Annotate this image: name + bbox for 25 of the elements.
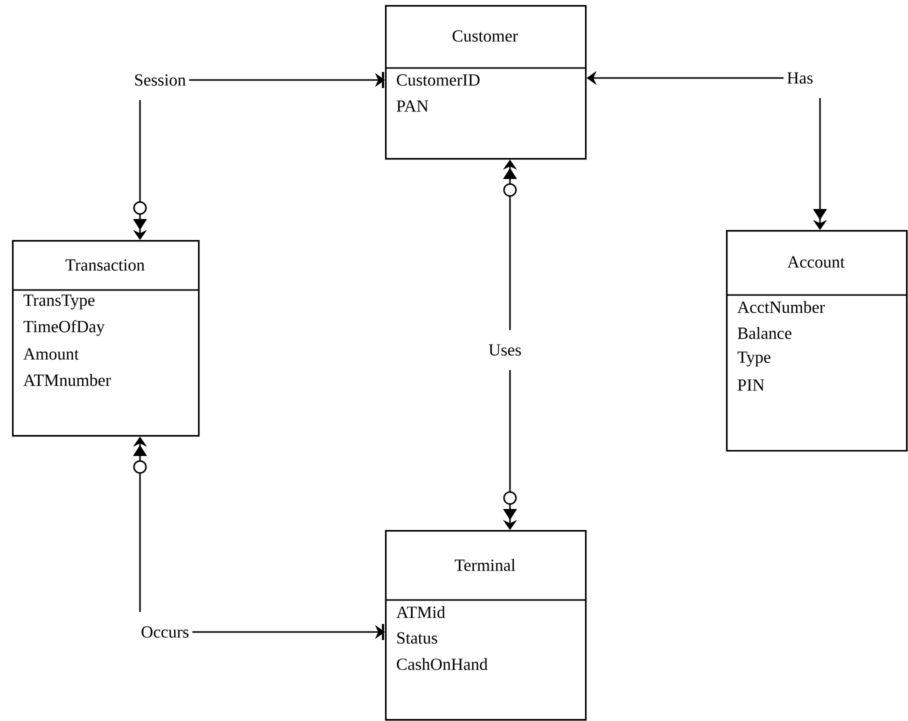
entity-name: Transaction (66, 259, 145, 271)
attribute-name: Type (738, 352, 770, 366)
relationship-label: Session (135, 74, 186, 86)
attribute-name: TransType (24, 294, 94, 310)
entity-box (385, 5, 587, 160)
attribute-name: AcctNumber (737, 301, 825, 313)
entity-box (12, 240, 200, 437)
attribute-name: Amount (23, 348, 79, 360)
attribute-name: Status (397, 632, 438, 644)
attribute-name: PIN (738, 379, 764, 391)
entity-name: Account (787, 256, 845, 268)
entity-name: Customer (452, 30, 518, 42)
attribute-name: PAN (396, 100, 428, 112)
attribute-name: CashOnHand (396, 658, 488, 670)
relationship-label: Has (787, 72, 813, 84)
attribute-name: ATMnumber (23, 374, 111, 386)
entity-box (385, 530, 587, 721)
relationship-label: Uses (488, 344, 521, 356)
entity-box (726, 230, 908, 452)
attribute-name: TimeOfDay (24, 320, 105, 336)
attribute-name: Balance (738, 327, 792, 339)
attribute-name: ATMid (396, 606, 446, 618)
entity-name: Terminal (454, 559, 516, 571)
attribute-name: CustomerID (396, 74, 480, 86)
relationship-label: Occurs (142, 626, 188, 638)
